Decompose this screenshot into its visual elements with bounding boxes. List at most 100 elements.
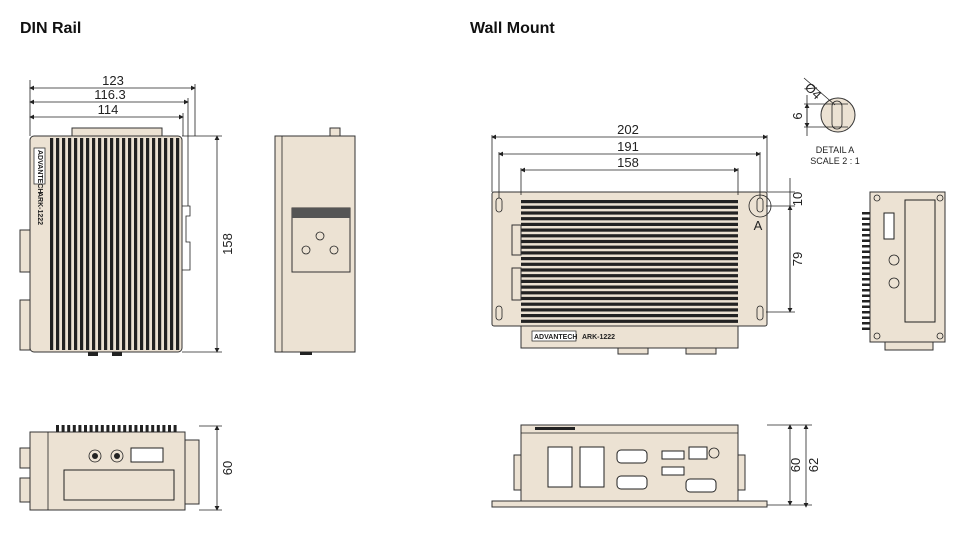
- fin: [862, 294, 870, 297]
- fin: [78, 425, 82, 432]
- fin: [862, 305, 870, 308]
- wall-top-view: ADVANTECH ARK-1222 A 202 191 158 10 79: [491, 122, 805, 355]
- fin: [862, 217, 870, 220]
- din-rail-title: DIN Rail: [20, 20, 81, 37]
- fin: [521, 314, 738, 318]
- fin: [521, 211, 738, 215]
- dim-202: 202: [617, 122, 639, 137]
- fin: [122, 138, 126, 350]
- fin: [862, 234, 870, 237]
- fin: [50, 138, 54, 350]
- fin: [862, 278, 870, 281]
- fin: [152, 138, 156, 350]
- fin: [862, 245, 870, 248]
- fin: [98, 138, 102, 350]
- fin: [521, 274, 738, 278]
- fin: [862, 283, 870, 286]
- logo-advantech: ADVANTECH: [36, 150, 43, 193]
- fin: [176, 138, 180, 350]
- fin: [89, 425, 93, 432]
- fin: [862, 261, 870, 264]
- heatsink-fins-wall: [521, 200, 738, 323]
- fin: [168, 425, 171, 432]
- fin: [521, 205, 738, 209]
- fin: [67, 425, 71, 432]
- fin: [84, 425, 87, 432]
- fin: [116, 138, 120, 350]
- fin: [134, 138, 138, 350]
- fin: [140, 425, 143, 432]
- model-label: ARK-1222: [36, 192, 43, 225]
- fin: [521, 285, 738, 289]
- fin: [862, 316, 870, 319]
- fin: [521, 268, 738, 272]
- fin: [521, 239, 738, 244]
- fin: [56, 425, 59, 432]
- dim-60-din: 60: [220, 461, 235, 475]
- fin: [56, 138, 60, 350]
- fin: [521, 302, 738, 306]
- fin: [151, 425, 155, 432]
- fin: [862, 250, 870, 253]
- fin: [862, 267, 870, 270]
- fin: [156, 425, 160, 432]
- fin: [862, 239, 870, 242]
- fin: [162, 425, 166, 432]
- fin: [86, 138, 90, 350]
- top-fins: [56, 425, 177, 432]
- detail-scale: SCALE 2 : 1: [810, 156, 860, 166]
- dim-6: 6: [790, 112, 805, 119]
- fin: [521, 291, 738, 295]
- fin: [134, 425, 138, 432]
- wall-side-view: [862, 191, 946, 351]
- fin: [62, 138, 66, 350]
- fin: [521, 308, 738, 312]
- fin: [862, 322, 870, 325]
- fin: [521, 217, 738, 221]
- fin: [521, 228, 738, 232]
- dim-10: 10: [790, 192, 805, 206]
- dim-158-wall: 158: [617, 155, 639, 170]
- side-fins: [862, 212, 870, 330]
- fin: [862, 212, 870, 215]
- fin: [521, 234, 738, 238]
- din-end-view: 60: [19, 425, 235, 511]
- fin: [862, 228, 870, 231]
- fin: [862, 300, 870, 303]
- fin: [112, 425, 115, 432]
- dim-116-3: 116.3: [94, 87, 126, 102]
- fin: [80, 138, 84, 350]
- fin: [146, 138, 150, 350]
- fin: [106, 425, 110, 432]
- fin: [521, 251, 738, 255]
- fin: [74, 138, 78, 350]
- fin: [104, 138, 108, 350]
- fin: [862, 272, 870, 275]
- fin: [128, 138, 132, 350]
- fin: [521, 257, 738, 261]
- wall-front-view: 60 62: [491, 424, 821, 508]
- fin: [95, 425, 99, 432]
- fin: [521, 296, 738, 301]
- fin: [862, 289, 870, 292]
- dim-diameter-4: Ø4: [802, 80, 825, 103]
- fin: [862, 311, 870, 314]
- fin: [128, 425, 132, 432]
- model-label-wall: ARK-1222: [582, 334, 615, 341]
- fin: [521, 245, 738, 249]
- dim-191: 191: [617, 139, 639, 154]
- fin: [521, 319, 738, 323]
- fin: [123, 425, 127, 432]
- fin: [100, 425, 104, 432]
- fin: [862, 256, 870, 259]
- din-front-view: ADVANTECH ARK-1222 123 116.3 114 158: [19, 73, 235, 356]
- fin: [862, 223, 870, 226]
- din-side-view: [274, 127, 356, 355]
- fin: [140, 138, 144, 350]
- dim-123: 123: [102, 73, 124, 88]
- detail-a-marker: A: [754, 218, 763, 233]
- dim-158: 158: [220, 233, 235, 255]
- fin: [521, 222, 738, 226]
- fin: [164, 138, 168, 350]
